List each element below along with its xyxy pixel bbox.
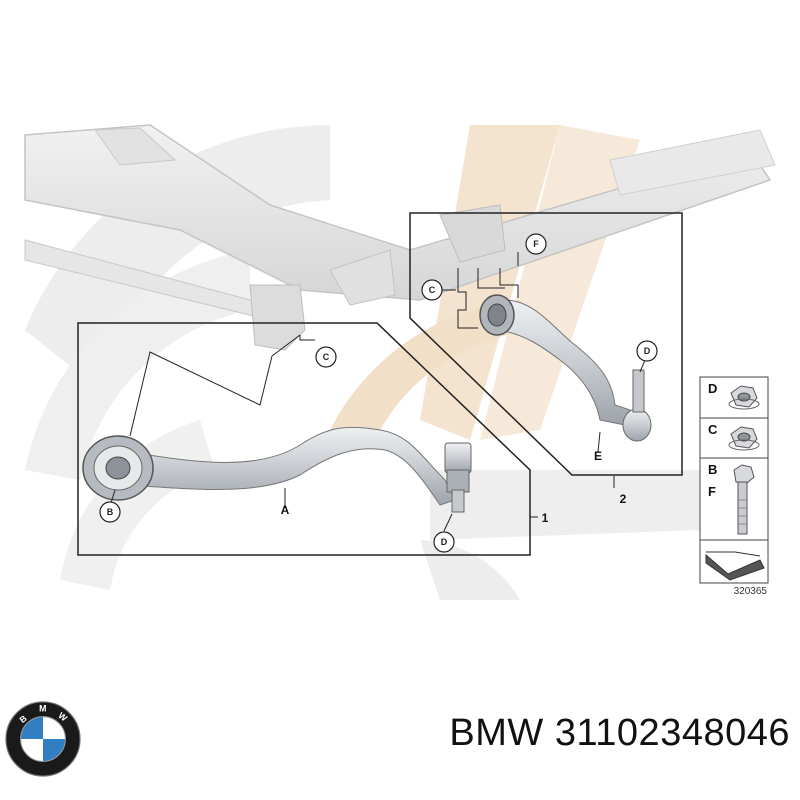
assembly-1-frame — [77, 322, 531, 556]
flange-nut-icon — [728, 385, 760, 410]
svg-text:B: B — [18, 713, 29, 725]
directional-arrow-icon — [705, 551, 765, 581]
callout-f: F — [525, 233, 547, 255]
assembly-number-1: 1 — [542, 511, 549, 525]
subframe-illustration — [24, 124, 776, 351]
assembly-2-frame — [409, 212, 683, 476]
legend-row-d: D — [708, 381, 760, 410]
callout-d-label: D — [644, 346, 651, 356]
assembly-number-2: 2 — [620, 492, 627, 506]
legend-row-c: C — [708, 422, 760, 451]
legend-letter-c: C — [708, 422, 718, 437]
callout-d-label: D — [441, 537, 448, 547]
flange-nut-icon — [728, 426, 760, 451]
control-arm-a — [82, 426, 472, 513]
label-a: A — [281, 503, 290, 517]
callout-f-label: F — [533, 239, 539, 249]
legend-row-b-f: B F — [708, 462, 755, 535]
legend-letter-f: F — [708, 484, 716, 499]
callout-d-assembly-2: D — [636, 340, 658, 362]
reference-number: 320365 — [734, 586, 768, 597]
callout-b: B — [99, 501, 121, 523]
callout-c-label: C — [429, 285, 436, 295]
hardware-legend: D C B F — [699, 376, 769, 584]
callout-c-label: C — [323, 352, 330, 362]
legend-letter-b: B — [708, 462, 717, 477]
callout-c-assembly-2: C — [421, 279, 443, 301]
svg-text:M: M — [39, 704, 46, 714]
hex-bolt-icon — [733, 464, 755, 535]
brand-part-number: BMW 31102348046 — [449, 712, 790, 754]
label-e: E — [594, 449, 602, 463]
control-arm-e — [479, 294, 652, 442]
legend-letter-d: D — [708, 381, 717, 396]
leader-lines — [110, 252, 646, 532]
callout-c-assembly-1: C — [315, 346, 337, 368]
callout-b-label: B — [107, 507, 114, 517]
callout-d-assembly-1: D — [433, 531, 455, 553]
bmw-logo: B M W — [5, 701, 81, 777]
